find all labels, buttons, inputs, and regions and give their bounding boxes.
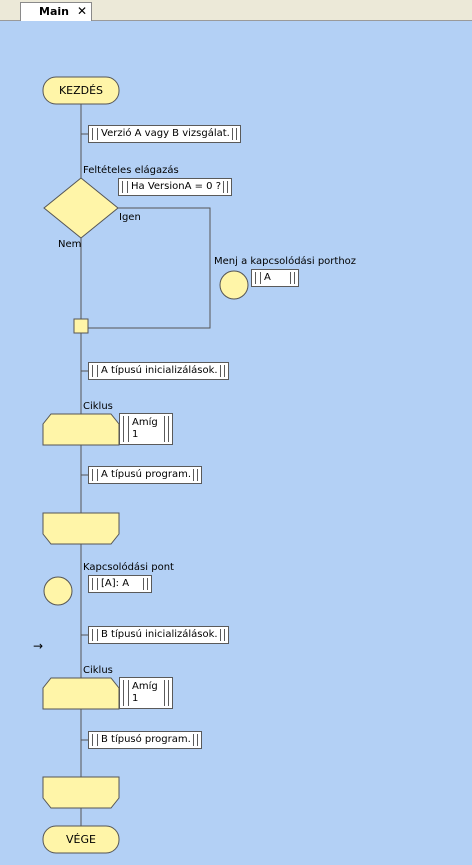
comment-b-program[interactable]: B típusó program. bbox=[88, 731, 202, 749]
goto-title: Menj a kapcsolódási porthoz bbox=[214, 256, 357, 267]
loop2-title: Ciklus bbox=[83, 665, 113, 676]
loop2-condition[interactable]: Amíg 1 bbox=[119, 677, 173, 709]
comment-version-check[interactable]: Verzió A vagy B vizsgálat. bbox=[88, 125, 241, 143]
loop2-start bbox=[42, 677, 120, 710]
tab-bar: Main ✕ bbox=[0, 0, 472, 21]
loop1-condition-line2: 1 bbox=[132, 429, 139, 440]
goto-port-circle bbox=[219, 270, 249, 300]
close-icon[interactable]: ✕ bbox=[77, 4, 88, 18]
connector-circle bbox=[43, 576, 73, 606]
loop2-condition-line2: 1 bbox=[132, 693, 139, 704]
end-terminator bbox=[42, 825, 120, 854]
yes-branch-line bbox=[88, 207, 211, 329]
comment-b-init[interactable]: B típusú inicializálások. bbox=[88, 626, 229, 644]
decision-condition[interactable]: Ha VersionA = 0 ? bbox=[118, 178, 233, 196]
end-label: VÉGE bbox=[66, 833, 96, 846]
decision-yes-label: Igen bbox=[119, 212, 141, 223]
loop1-condition[interactable]: Amíg 1 bbox=[119, 413, 173, 445]
loop1-end bbox=[42, 512, 120, 545]
goto-target[interactable]: A bbox=[251, 269, 299, 287]
merge-junction bbox=[73, 318, 89, 334]
tab-main[interactable]: Main ✕ bbox=[20, 2, 92, 21]
decision-title: Feltételes elágazás bbox=[83, 165, 179, 176]
flowchart-canvas bbox=[42, 76, 249, 854]
connector-title: Kapcsolódási pont bbox=[83, 562, 174, 573]
comment-a-init[interactable]: A típusú inicializálások. bbox=[88, 362, 229, 380]
connector-label[interactable]: [A]: A bbox=[88, 575, 152, 593]
loop1-title: Ciklus bbox=[83, 401, 113, 412]
tab-main-label: Main bbox=[39, 5, 69, 18]
margin-arrow-icon: → bbox=[33, 639, 44, 653]
start-terminator bbox=[42, 76, 120, 105]
loop1-condition-line1: Amíg bbox=[132, 417, 158, 428]
decision-no-label: Nem bbox=[58, 239, 82, 250]
loop2-end bbox=[42, 776, 120, 809]
decision-diamond bbox=[43, 177, 119, 239]
loop2-condition-line1: Amíg bbox=[132, 681, 158, 692]
loop1-start bbox=[42, 413, 120, 446]
start-label: KEZDÉS bbox=[58, 84, 104, 97]
comment-a-program[interactable]: A típusú program. bbox=[88, 466, 202, 484]
